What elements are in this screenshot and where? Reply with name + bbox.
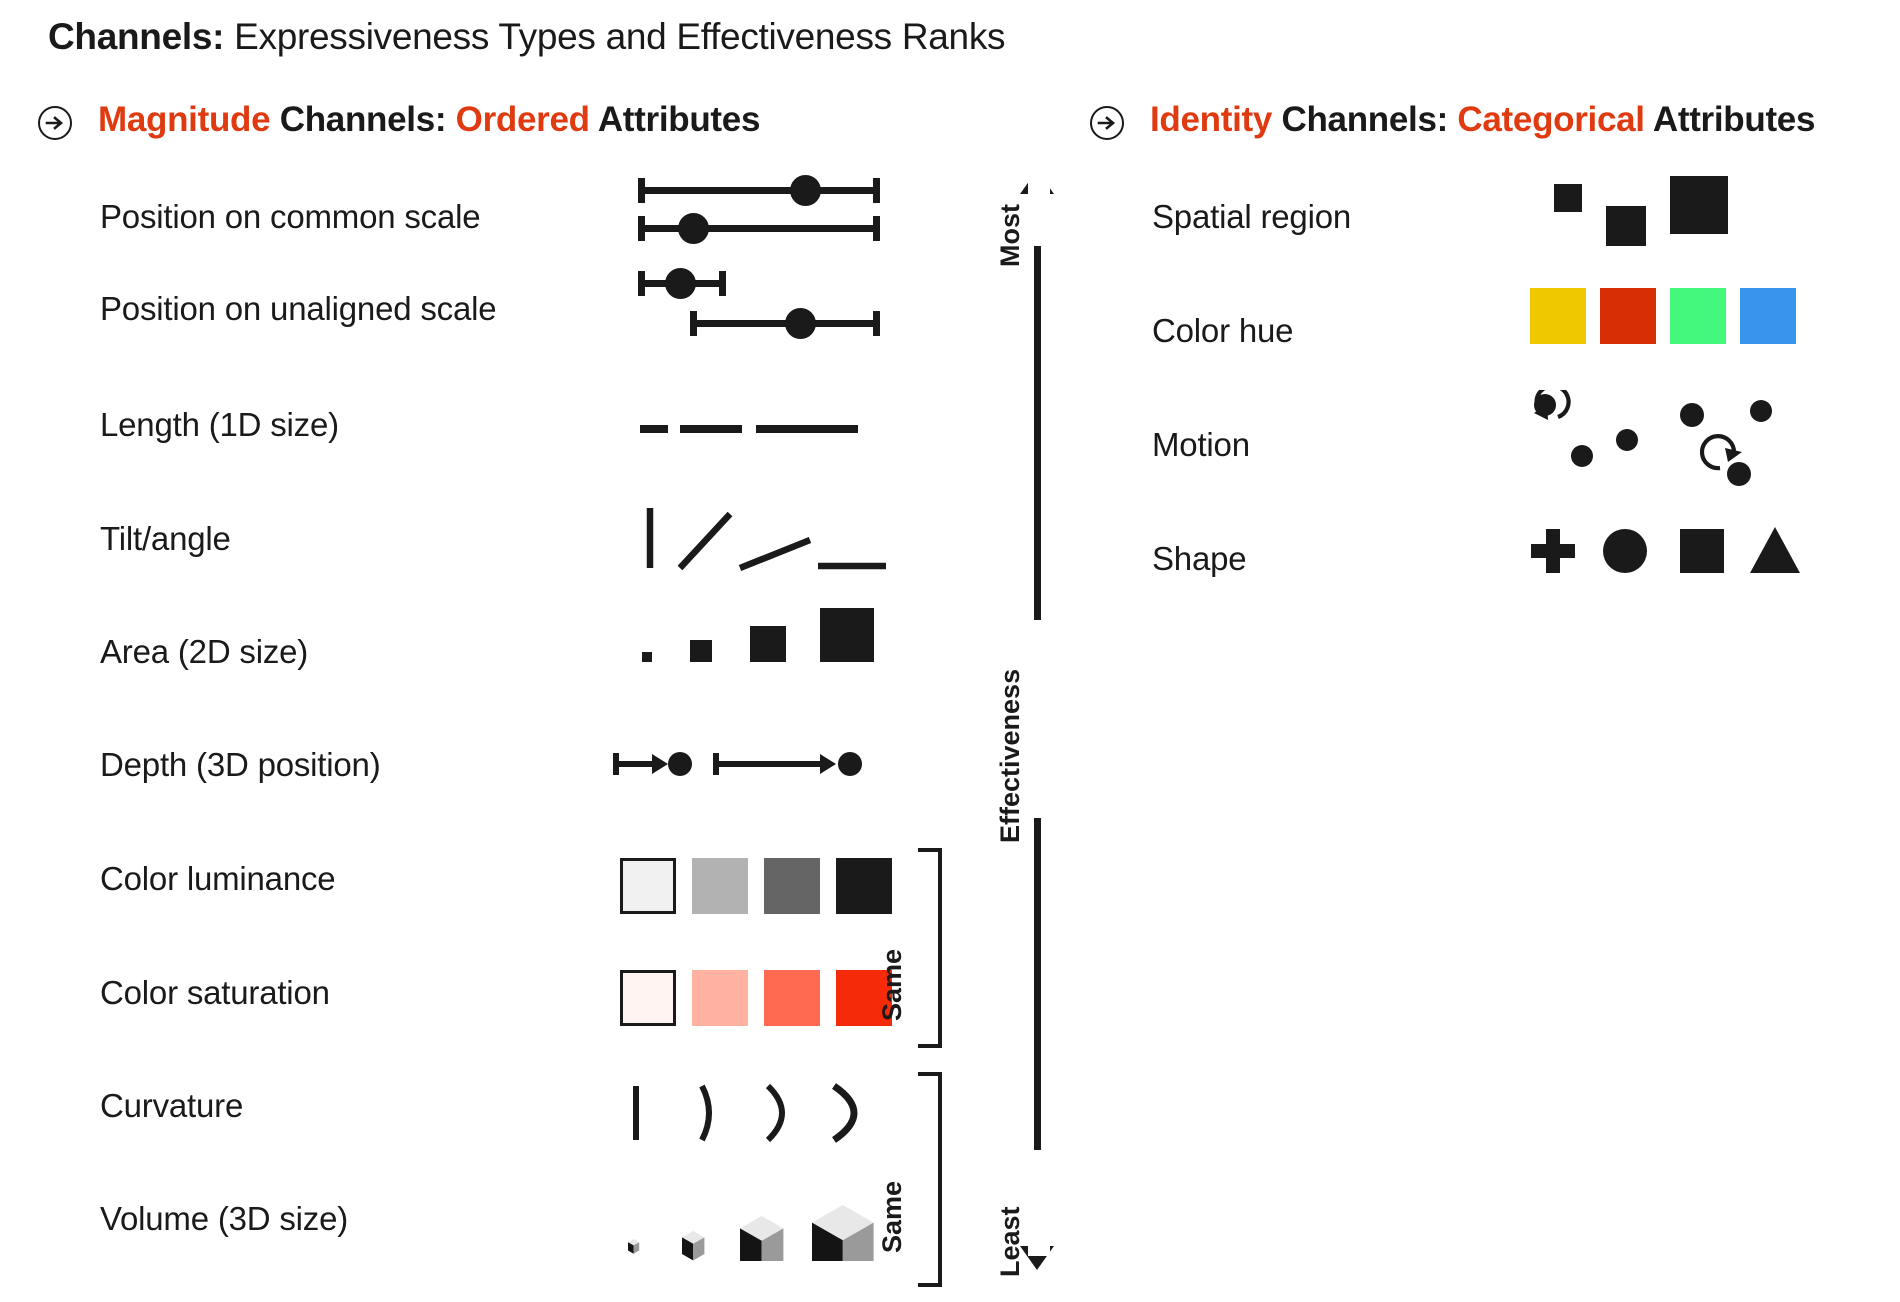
glyph-four-increasing-squares: [620, 592, 890, 662]
channel-label-area: Area (2D size): [100, 633, 309, 670]
channel-label-shape: Shape: [1152, 540, 1247, 577]
same-bracket-color: [918, 848, 942, 1048]
hue-swatch-red: [1600, 288, 1656, 344]
luminance-swatch-1: [620, 858, 676, 914]
axis-label-least: Least: [995, 1206, 1025, 1277]
channel-label-position-unaligned-scale: Position on unaligned scale: [100, 290, 497, 327]
channel-label-volume: Volume (3D size): [100, 1200, 349, 1237]
square-icon: [1680, 529, 1724, 573]
glyph-plus-circle-square-triangle: [1530, 525, 1820, 581]
axis-label-effectiveness: Effectiveness: [995, 668, 1025, 843]
channel-label-depth: Depth (3D position): [100, 746, 381, 783]
channel-label-color-luminance: Color luminance: [100, 860, 336, 897]
channel-label-position-common-scale: Position on common scale: [100, 198, 481, 235]
page-title-rest: Expressiveness Types and Effectiveness R…: [224, 16, 1006, 57]
identity-title-word3: Categorical: [1457, 100, 1645, 139]
saturation-swatch-2: [692, 970, 748, 1026]
axis-label-most: Most: [995, 204, 1025, 267]
magnitude-section-title: Magnitude Channels: Ordered Attributes: [98, 100, 760, 140]
glyph-four-tilted-lines: [630, 500, 890, 580]
magnitude-title-word1: Magnitude: [98, 100, 271, 139]
hue-swatch-blue: [1740, 288, 1796, 344]
triangle-icon: [1750, 527, 1800, 573]
hue-swatch-green: [1670, 288, 1726, 344]
channel-label-spatial-region: Spatial region: [1152, 198, 1352, 235]
glyph-four-hue-swatches: [1530, 288, 1800, 344]
channel-label-tilt-angle: Tilt/angle: [100, 520, 231, 557]
arrow-right-circle-icon: [38, 106, 72, 140]
glyph-four-curvature-arcs: [620, 1078, 890, 1154]
channel-label-motion: Motion: [1152, 426, 1250, 463]
channel-label-color-saturation: Color saturation: [100, 974, 330, 1011]
identity-title-word4: Attributes: [1644, 100, 1816, 139]
glyph-three-increasing-bars: [630, 420, 890, 440]
channel-label-curvature: Curvature: [100, 1087, 244, 1124]
arrow-right-circle-icon: [1090, 106, 1124, 140]
glyph-two-aligned-range-bars: [630, 175, 890, 245]
luminance-swatch-2: [692, 858, 748, 914]
glyph-luminance-ramp-swatches: [620, 858, 892, 914]
glyph-three-scattered-squares: [1540, 170, 1800, 256]
glyph-two-unaligned-range-bars: [630, 268, 890, 339]
same-bracket-curvature-volume: [918, 1072, 942, 1287]
glyph-two-depth-arrows: [610, 745, 900, 795]
magnitude-title-word2: Channels:: [270, 100, 456, 139]
page-title: Channels: Expressiveness Types and Effec…: [48, 16, 1006, 58]
page-title-bold: Channels:: [48, 16, 225, 57]
circle-icon: [1603, 529, 1647, 573]
identity-title-word2: Channels:: [1272, 100, 1458, 139]
luminance-swatch-4: [836, 858, 892, 914]
glyph-dots-with-rotation-arrows: [1520, 383, 1840, 500]
same-bracket-curvature-volume-label: Same: [877, 1180, 907, 1253]
identity-section-title: Identity Channels: Categorical Attribute…: [1150, 100, 1815, 140]
saturation-swatch-3: [764, 970, 820, 1026]
saturation-swatch-4: [836, 970, 892, 1026]
glyph-saturation-ramp-swatches: [620, 970, 892, 1026]
plus-icon: [1531, 529, 1575, 573]
identity-title-word1: Identity: [1150, 100, 1273, 139]
magnitude-title-word4: Attributes: [589, 100, 761, 139]
magnitude-title-word3: Ordered: [455, 100, 590, 139]
saturation-swatch-1: [620, 970, 676, 1026]
glyph-four-increasing-cubes: [610, 1175, 900, 1286]
channel-label-color-hue: Color hue: [1152, 312, 1294, 349]
hue-swatch-yellow: [1530, 288, 1586, 344]
same-bracket-color-label: Same: [877, 948, 907, 1021]
luminance-swatch-3: [764, 858, 820, 914]
channel-label-length: Length (1D size): [100, 406, 339, 443]
